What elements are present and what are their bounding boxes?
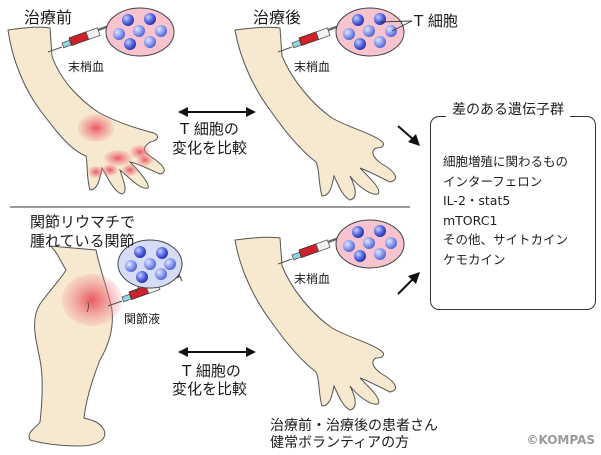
leg-swollen-knee: [28, 245, 122, 447]
gene-item: その他、サイトカイン: [443, 232, 569, 247]
before-treatment-title: 治療前: [24, 8, 73, 27]
subjects-caption-line1: 治療前・治療後の患者さん: [270, 418, 438, 434]
tcell-label: T 細胞: [414, 12, 458, 30]
tcell-bubble-icon: [335, 219, 405, 269]
compare-text-bottom-line1: T 細胞の: [182, 362, 241, 380]
arrow-to-genes-bottom: [397, 272, 420, 295]
subjects-caption-line2: 健常ボランティアの方: [270, 435, 410, 451]
compare-text-top-line1: T 細胞の: [180, 120, 239, 138]
gene-item: ケモカイン: [443, 251, 506, 267]
peripheral-blood-label: 末梢血: [68, 60, 105, 74]
arm-before-treatment: [7, 26, 165, 195]
compare-arrow-top: [178, 107, 256, 117]
compare-text-bottom-line2: 変化を比較: [172, 380, 248, 398]
arrow-to-genes-top: [397, 125, 420, 146]
arm-healthy: [234, 236, 397, 411]
arm-after-treatment: [234, 26, 397, 201]
swollen-joint-title-line2: 腫れている関節: [30, 232, 135, 250]
gene-item: IL-2・stat5: [443, 193, 511, 208]
gene-item: インターフェロン: [443, 173, 543, 189]
swollen-joint-title-line1: 関節リウマチで: [30, 213, 136, 231]
gene-group-list: 細胞増殖に関わるもの インターフェロン IL-2・stat5 mTORC1 その…: [443, 152, 568, 269]
gene-group-title: 差のある遺伝子群: [446, 100, 570, 120]
compare-arrow-bottom: [178, 347, 256, 357]
tcell-bubble-icon: [335, 7, 405, 57]
compare-text-top-line2: 変化を比較: [172, 139, 248, 157]
peripheral-blood-label: 末梢血: [294, 272, 331, 286]
gene-item: 細胞増殖に関わるもの: [443, 154, 569, 169]
synovial-fluid-label: 関節液: [124, 312, 161, 326]
tcell-bubble-icon: [105, 7, 175, 57]
copyright: ©KOMPAS: [526, 433, 595, 447]
after-treatment-title: 治療後: [253, 8, 302, 27]
peripheral-blood-label: 末梢血: [294, 60, 331, 74]
gene-item: mTORC1: [443, 212, 498, 228]
